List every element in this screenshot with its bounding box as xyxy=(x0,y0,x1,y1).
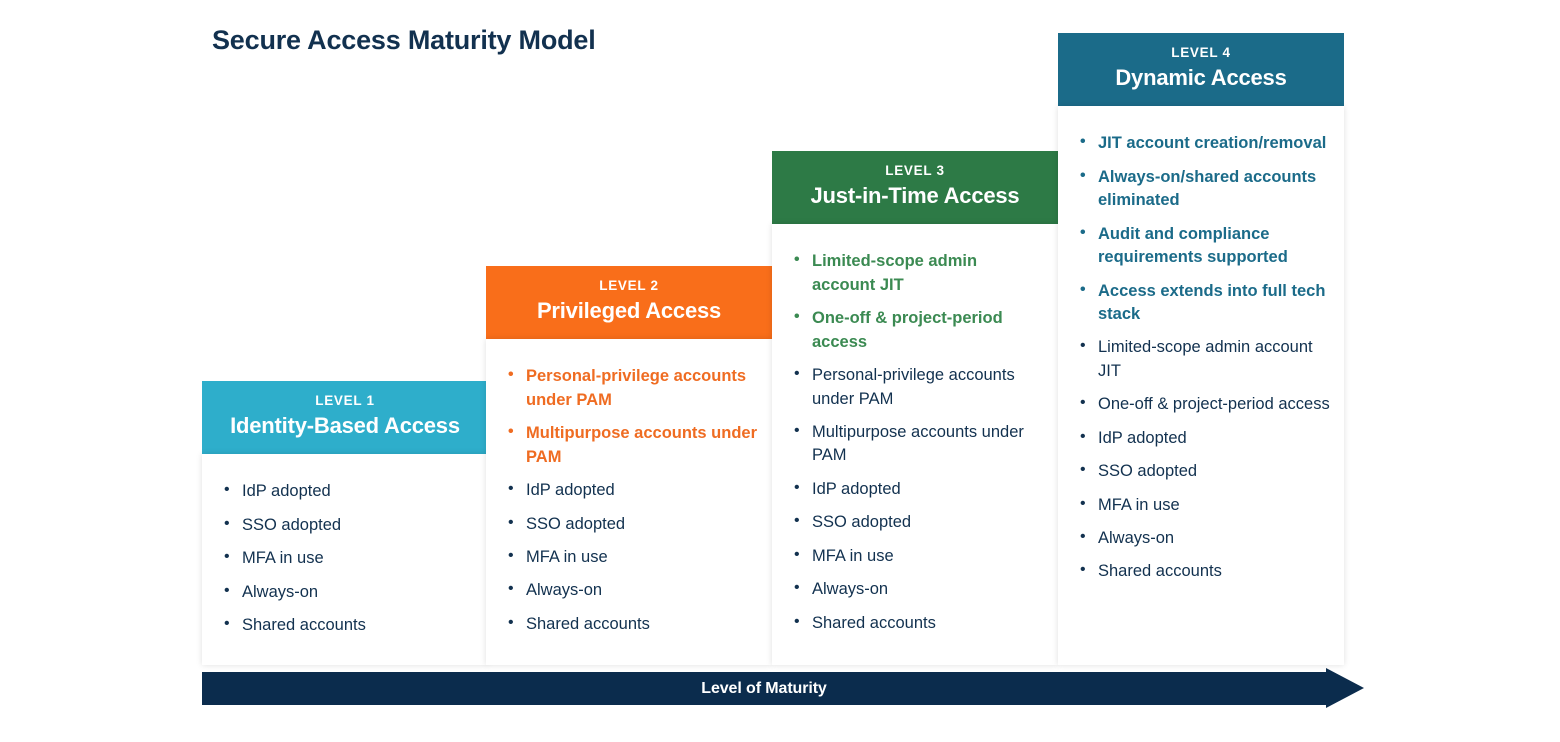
level-card-header-2: LEVEL 2 Privileged Access xyxy=(486,266,772,340)
maturity-arrow: Level of Maturity xyxy=(202,668,1364,708)
capability-item: Shared accounts xyxy=(222,613,474,637)
capability-item: Always-on xyxy=(506,578,758,602)
level-title: Identity-Based Access xyxy=(230,412,460,438)
capability-item: Multipurpose accounts under PAM xyxy=(792,420,1044,468)
capability-item: MFA in use xyxy=(1078,493,1330,517)
capability-item: Access extends into full tech stack xyxy=(1078,279,1330,327)
level-card-4[interactable]: LEVEL 4 Dynamic AccessJIT account creatio… xyxy=(1058,33,1344,666)
maturity-arrow-head-icon xyxy=(1326,668,1364,708)
capability-item: Always-on xyxy=(792,577,1044,601)
capability-item: Personal-privilege accounts under PAM xyxy=(792,363,1044,411)
capability-item: Limited-scope admin account JIT xyxy=(792,249,1044,297)
capability-item: One-off & project-period access xyxy=(792,306,1044,354)
capability-item: Always-on xyxy=(1078,526,1330,550)
capability-item: IdP adopted xyxy=(222,479,474,503)
maturity-arrow-shaft xyxy=(202,672,1326,705)
capability-list: JIT account creation/removalAlways-on/sh… xyxy=(1078,131,1330,583)
capability-item: Audit and compliance requirements suppor… xyxy=(1078,222,1330,270)
capability-item: JIT account creation/removal xyxy=(1078,131,1330,155)
level-label: LEVEL 2 xyxy=(599,278,659,293)
capability-item: Personal-privilege accounts under PAM xyxy=(506,364,758,412)
level-label: LEVEL 4 xyxy=(1171,45,1231,60)
capability-item: SSO adopted xyxy=(222,513,474,537)
capability-list: Personal-privilege accounts under PAM Mul… xyxy=(506,364,758,636)
capability-item: MFA in use xyxy=(506,545,758,569)
capability-item: IdP adopted xyxy=(1078,426,1330,450)
capability-item: SSO adopted xyxy=(792,510,1044,534)
level-card-body-3: Limited-scope admin account JIT One-off &… xyxy=(772,224,1058,666)
level-card-body-4: JIT account creation/removalAlways-on/sh… xyxy=(1058,106,1344,666)
level-card-3[interactable]: LEVEL 3 Just-in-Time AccessLimited-scope … xyxy=(772,151,1058,666)
capability-item: Shared accounts xyxy=(792,611,1044,635)
level-label: LEVEL 1 xyxy=(315,393,375,408)
maturity-arrow-label: Level of Maturity xyxy=(701,680,827,697)
capability-item: Multipurpose accounts under PAM xyxy=(506,421,758,469)
capability-item: SSO adopted xyxy=(506,512,758,536)
capability-item: Always-on/shared accounts eliminated xyxy=(1078,165,1330,213)
level-card-body-1: IdP adoptedSSO adoptedMFA in useAlways-o… xyxy=(202,454,488,666)
capability-item: SSO adopted xyxy=(1078,459,1330,483)
capability-item: MFA in use xyxy=(792,544,1044,568)
page-title: Secure Access Maturity Model xyxy=(212,25,596,55)
level-label: LEVEL 3 xyxy=(885,163,945,178)
level-title: Dynamic Access xyxy=(1115,64,1287,90)
level-card-header-4: LEVEL 4 Dynamic Access xyxy=(1058,33,1344,107)
capability-list: Limited-scope admin account JIT One-off &… xyxy=(792,249,1044,635)
level-card-1[interactable]: LEVEL 1 Identity-Based AccessIdP adoptedS… xyxy=(202,381,488,666)
capability-item: Shared accounts xyxy=(506,612,758,636)
capability-list: IdP adoptedSSO adoptedMFA in useAlways-o… xyxy=(222,479,474,637)
level-card-header-1: LEVEL 1 Identity-Based Access xyxy=(202,381,488,455)
level-card-2[interactable]: LEVEL 2 Privileged AccessPersonal-privile… xyxy=(486,266,772,666)
level-title: Privileged Access xyxy=(536,297,722,323)
capability-item: Always-on xyxy=(222,580,474,604)
capability-item: IdP adopted xyxy=(792,477,1044,501)
capability-item: MFA in use xyxy=(222,546,474,570)
level-card-body-2: Personal-privilege accounts under PAM Mul… xyxy=(486,339,772,666)
capability-item: IdP adopted xyxy=(506,478,758,502)
level-card-header-3: LEVEL 3 Just-in-Time Access xyxy=(772,151,1058,225)
capability-item: Limited-scope admin account JIT xyxy=(1078,335,1330,383)
level-title: Just-in-Time Access xyxy=(810,182,1020,208)
capability-item: One-off & project-period access xyxy=(1078,392,1330,416)
capability-item: Shared accounts xyxy=(1078,559,1330,583)
